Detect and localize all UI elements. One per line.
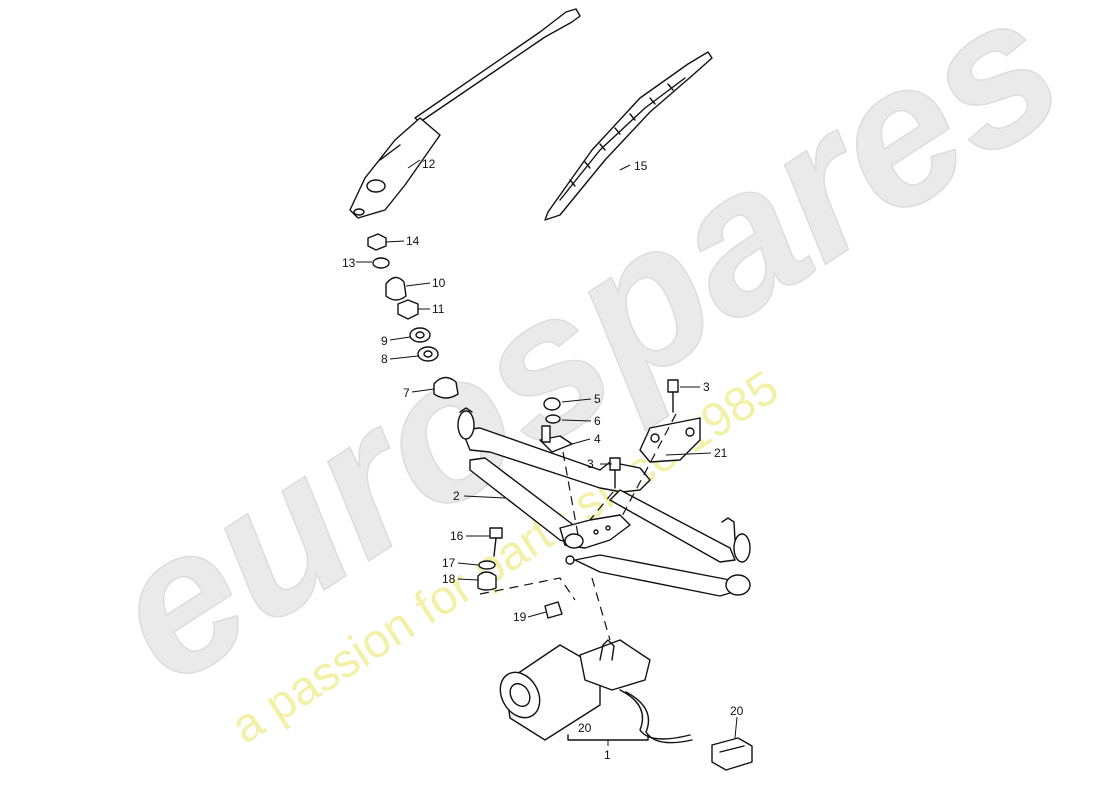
callout-6: 6	[594, 414, 601, 428]
callout-8: 8	[381, 352, 388, 366]
callout-21: 21	[714, 446, 728, 460]
callout-18: 18	[442, 572, 456, 586]
callout-5: 5	[594, 392, 601, 406]
callout-1: 1	[604, 748, 611, 762]
callout-7: 7	[403, 386, 410, 400]
wiper-blade	[544, 51, 713, 221]
mounting-bracket	[639, 417, 701, 463]
hardware-stack	[367, 233, 459, 399]
callout-3-mid: 3	[587, 457, 594, 471]
small-fasteners	[539, 379, 679, 489]
callout-4: 4	[594, 432, 601, 446]
watermark: eurospares a passion for parts since 198…	[71, 0, 1098, 754]
watermark-brand: eurospares	[72, 0, 1098, 726]
callout-labels: 12 15 14 13 10 11 9 8 7 3 5 6 4 3 21 2 1…	[342, 157, 744, 762]
callout-20-connector: 20	[730, 704, 744, 718]
callout-12: 12	[422, 157, 436, 171]
callout-14: 14	[406, 234, 420, 248]
callout-16: 16	[450, 529, 464, 543]
callout-19: 19	[513, 610, 527, 624]
wiper-arm	[349, 8, 581, 219]
callout-15: 15	[634, 159, 648, 173]
assembly-guides	[479, 413, 677, 641]
callout-20-motor: 20	[578, 721, 592, 735]
motor-connector	[711, 737, 753, 771]
lower-fasteners	[477, 527, 563, 619]
callout-2: 2	[453, 489, 460, 503]
wiper-motor	[499, 639, 693, 744]
callout-group-bracket	[567, 734, 649, 741]
callout-9: 9	[381, 334, 388, 348]
callout-13: 13	[342, 256, 356, 270]
callout-17: 17	[442, 556, 456, 570]
callout-3-top: 3	[703, 380, 710, 394]
leader-lines	[356, 159, 738, 739]
callout-11: 11	[432, 302, 445, 316]
wiper-linkage	[457, 407, 751, 597]
callout-10: 10	[432, 276, 446, 290]
